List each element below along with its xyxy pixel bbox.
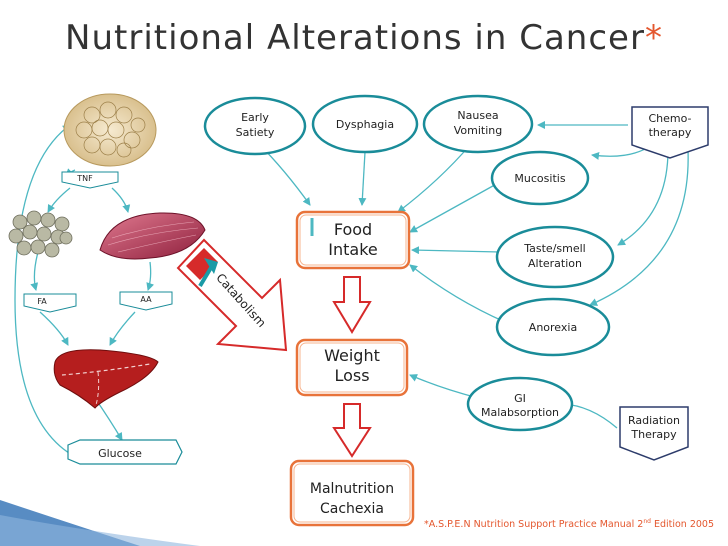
node-chemotherapy: Chemo- therapy — [631, 106, 709, 159]
svg-text:Taste/smell: Taste/smell — [523, 242, 585, 255]
svg-text:Anorexia: Anorexia — [529, 321, 577, 334]
svg-text:Satiety: Satiety — [236, 126, 275, 139]
catabolism-arrow: Catabolism — [176, 238, 288, 352]
arrow-taste-to-food — [411, 246, 501, 255]
svg-text:AA: AA — [140, 295, 152, 304]
arrow-tnf-to-fatdroplets — [47, 187, 71, 213]
svg-text:GI: GI — [514, 392, 526, 405]
svg-text:Dysphagia: Dysphagia — [336, 118, 394, 131]
arrow-fatdroplets-to-fa — [30, 251, 39, 291]
fat-droplets-image — [8, 210, 73, 258]
liver-image — [53, 349, 159, 409]
svg-text:Radiation: Radiation — [628, 414, 680, 427]
node-taste-smell: Taste/smell Alteration — [495, 225, 615, 289]
svg-text:Cachexia: Cachexia — [320, 501, 384, 517]
node-nausea-vomiting: Nausea Vomiting — [422, 94, 534, 154]
node-dysphagia: Dysphagia — [311, 94, 419, 154]
red-arrow-weight-to-malnutrition — [332, 403, 372, 458]
page-title: Nutritional Alterations in Cancer* — [65, 18, 663, 58]
arrow-gi-to-weight — [409, 374, 479, 399]
arrow-dysphagia-to-food — [358, 151, 367, 206]
node-weight-loss: Weight Loss — [295, 338, 409, 397]
svg-text:TNF: TNF — [76, 174, 93, 183]
arrow-glucose-to-fat — [14, 124, 73, 456]
citation-footnote: *A.S.P.E.N Nutrition Support Practice Ma… — [424, 518, 715, 531]
red-arrow-food-to-weight — [332, 276, 372, 334]
svg-text:Loss: Loss — [334, 366, 369, 385]
svg-text:Nausea: Nausea — [457, 109, 498, 122]
node-anorexia: Anorexia — [495, 297, 611, 357]
arrow-fa-to-liver — [39, 311, 69, 346]
svg-text:Vomiting: Vomiting — [454, 124, 503, 137]
glucose-label: Glucose — [67, 439, 183, 465]
adipose-tissue-image — [63, 93, 157, 167]
node-radiation-therapy: Radiation Therapy — [619, 406, 689, 461]
arrow-chemo-to-anorexia — [589, 149, 689, 306]
aa-label: AA — [119, 291, 173, 311]
svg-text:Alteration: Alteration — [528, 257, 582, 270]
svg-text:Chemo-: Chemo- — [648, 112, 691, 125]
svg-text:Early: Early — [241, 111, 269, 124]
node-malnutrition-cachexia: Malnutrition Cachexia — [289, 459, 415, 527]
svg-text:Food: Food — [334, 220, 372, 239]
svg-text:Mucositis: Mucositis — [514, 172, 565, 185]
node-food-intake: Food Intake — [295, 210, 411, 270]
svg-text:Malnutrition: Malnutrition — [310, 481, 394, 497]
svg-text:Intake: Intake — [328, 240, 377, 259]
arrow-chemo-to-taste — [617, 149, 669, 246]
svg-text:Weight: Weight — [324, 346, 380, 365]
arrow-nausea-to-food — [397, 144, 471, 213]
fa-label: FA — [23, 293, 77, 313]
arrow-tnf-to-muscle — [111, 187, 131, 213]
arrow-aa-to-liver — [109, 311, 136, 346]
svg-text:Glucose: Glucose — [98, 447, 142, 460]
svg-text:Therapy: Therapy — [630, 428, 677, 441]
svg-text:FA: FA — [37, 297, 47, 306]
arrow-muscle-to-aa — [146, 261, 155, 291]
node-gi-malabsorption: GI Malabsorption — [466, 376, 574, 432]
arrow-mucositis-to-food — [409, 181, 501, 233]
node-mucositis: Mucositis — [490, 150, 590, 206]
svg-text:Malabsorption: Malabsorption — [481, 406, 559, 419]
arrow-anorexia-to-food — [409, 264, 506, 323]
tnf-label: TNF — [61, 171, 119, 189]
node-early-satiety: Early Satiety — [203, 96, 307, 156]
muscle-image — [99, 212, 206, 260]
svg-text:therapy: therapy — [649, 126, 692, 139]
